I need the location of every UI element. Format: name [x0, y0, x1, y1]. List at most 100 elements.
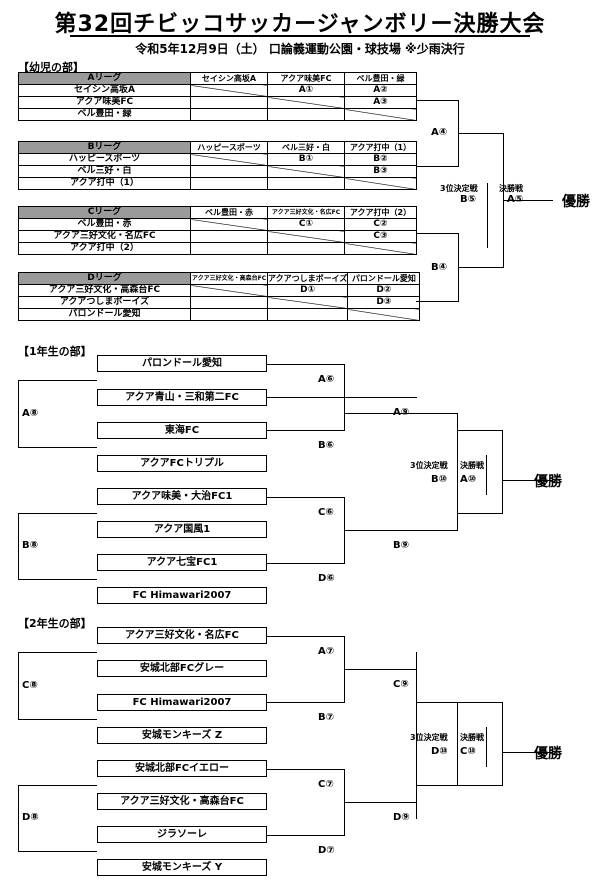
- match-cell: [190, 108, 268, 121]
- column-team: アクアつしまボーイズ: [266, 272, 349, 285]
- bracket-line: [416, 166, 459, 167]
- bracket-line: [267, 430, 345, 431]
- league-name: Bリーグ: [18, 141, 191, 154]
- match-cell: B②: [344, 153, 417, 166]
- match-cell: C①: [267, 218, 345, 231]
- bracket-line: [18, 513, 97, 514]
- team-box: アクアFCトリプル: [97, 455, 267, 472]
- self-cell: [344, 177, 417, 190]
- bracket-line: [267, 364, 345, 365]
- team-name: アクア打中（1）: [18, 177, 191, 190]
- column-team: パロンドール愛知: [347, 272, 421, 285]
- bracket-line: [18, 785, 19, 852]
- self-cell: [266, 296, 349, 309]
- third-place-label: 3位決定戦: [440, 184, 478, 193]
- final-label: 決勝戦: [460, 733, 484, 742]
- team-box: FC Himawari2007: [97, 587, 267, 604]
- bracket-line: [458, 267, 504, 268]
- team-name: ベル三好・白: [18, 165, 191, 178]
- bracket-line: [344, 669, 417, 670]
- column-team: アクア三好文化・高森台FC: [190, 272, 268, 285]
- self-cell: [190, 218, 268, 231]
- match-label: C⑧: [22, 680, 38, 691]
- bracket-line: [487, 183, 488, 248]
- bracket-line: [416, 100, 459, 101]
- final-match: A⑤: [507, 194, 524, 205]
- match-label: D⑨: [393, 812, 410, 823]
- team-box: 安城北部FCグレー: [97, 660, 267, 677]
- team-name: アクアつしまボーイズ: [18, 296, 191, 309]
- league-name: Dリーグ: [18, 272, 191, 285]
- match-label: A⑥: [318, 374, 335, 385]
- match-cell: [267, 242, 345, 255]
- match-label: D⑥: [318, 573, 335, 584]
- team-box: アクア青山・三和第二FC: [97, 389, 267, 406]
- match-label: A⑨: [393, 407, 410, 418]
- section-heading-kindergarten: 【幼児の部】: [18, 61, 84, 74]
- team-name: アクア味美FC: [18, 96, 191, 109]
- bracket-line: [457, 430, 503, 431]
- bracket-line: [267, 702, 345, 703]
- bracket-line: [503, 200, 553, 201]
- bracket-line: [416, 652, 417, 819]
- match-cell: [190, 96, 268, 109]
- match-cell: B③: [344, 165, 417, 178]
- column-team: ベル豊田・緑: [344, 72, 417, 85]
- bracket-line: [502, 480, 552, 481]
- bracket-line: [457, 702, 503, 703]
- bracket-line: [267, 397, 417, 398]
- match-cell: [190, 296, 268, 309]
- title-underline: [70, 35, 530, 37]
- team-box: アクア三好文化・名広FC: [97, 627, 267, 644]
- bracket-line: [502, 430, 503, 514]
- match-cell: [266, 308, 349, 321]
- bracket-line: [18, 785, 97, 786]
- match-label: C⑦: [318, 779, 334, 790]
- match-label: A⑧: [22, 408, 39, 419]
- bracket-line: [18, 380, 97, 381]
- match-label: B⑨: [393, 540, 410, 551]
- self-cell: [347, 308, 421, 321]
- column-team: ベル三好・白: [267, 141, 345, 154]
- bracket-line: [267, 769, 345, 770]
- team-box: 東海FC: [97, 422, 267, 439]
- bracket-line: [18, 513, 19, 580]
- third-place-match: B⑩: [431, 474, 448, 485]
- match-cell: [190, 177, 268, 190]
- bracket-line: [486, 727, 487, 767]
- column-team: アクア打中（2）: [344, 206, 417, 219]
- team-name: アクア打中（2）: [18, 242, 191, 255]
- bracket-line: [18, 851, 97, 852]
- league-name: Cリーグ: [18, 206, 191, 219]
- match-label: A⑦: [318, 646, 335, 657]
- column-team: アクア打中（1）: [344, 141, 417, 154]
- self-cell: [344, 108, 417, 121]
- bracket-line: [18, 719, 97, 720]
- column-team: ハッピースポーツ: [190, 141, 268, 154]
- bracket-line: [458, 133, 504, 134]
- section-heading-grade1: 【1年生の部】: [18, 345, 92, 358]
- league-table-b: Bリーグ ハッピースポーツ ベル三好・白 アクア打中（1） ハッピースポーツ B…: [18, 141, 417, 190]
- bracket-line: [486, 455, 487, 495]
- team-box: アクア三好文化・高森台FC: [97, 793, 267, 810]
- team-name: パロンドール愛知: [18, 308, 191, 321]
- team-box: 安城モンキーズ Y: [97, 859, 267, 876]
- final-match: C⑩: [460, 746, 476, 757]
- match-label: D⑦: [318, 845, 335, 856]
- match-cell: A①: [267, 84, 345, 97]
- league-name: Aリーグ: [18, 72, 191, 85]
- league-table-a: Aリーグ セイシン高坂A アクア味美FC ベル豊田・緑 セイシン高坂A A① A…: [18, 72, 417, 121]
- event-info: 令和5年12月9日（土） 口論義運動公園・球技場 ※少雨決行: [135, 42, 465, 56]
- match-cell: C③: [344, 230, 417, 243]
- match-cell: [190, 165, 268, 178]
- team-box: パロンドール愛知: [97, 355, 267, 372]
- team-name: ハッピースポーツ: [18, 153, 191, 166]
- match-cell: D②: [347, 284, 421, 297]
- league-table-c: Cリーグ ベル豊田・赤 アクア三好文化・名広FC アクア打中（2） ベル豊田・赤…: [18, 206, 417, 255]
- self-cell: [190, 84, 268, 97]
- match-cell: [190, 230, 268, 243]
- team-name: セイシン高坂A: [18, 84, 191, 97]
- match-label: B⑥: [318, 440, 335, 451]
- bracket-line: [416, 301, 459, 302]
- bracket-line: [457, 513, 503, 514]
